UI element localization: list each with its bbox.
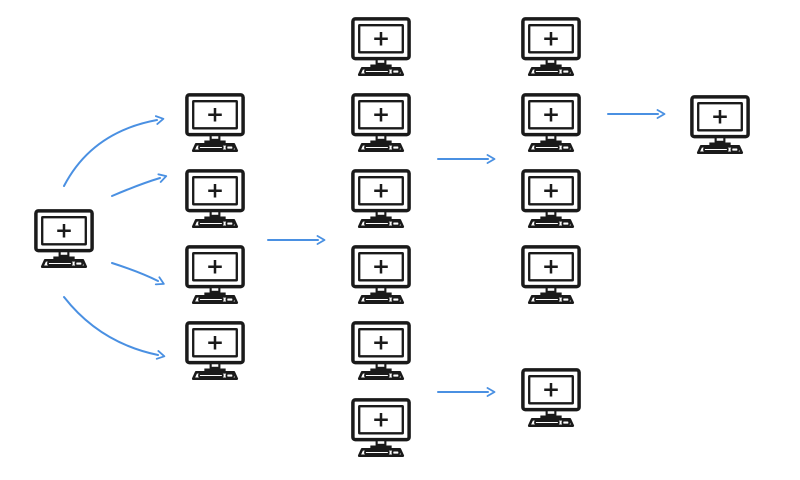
computer-node-stage1-row2 (185, 169, 245, 229)
computer-node-stage2-row1 (351, 17, 411, 77)
flow-arrow-source-to-stage1-row3 (111, 262, 165, 286)
computer-node-stage2-row6 (351, 398, 411, 458)
computer-node-stage3-row3 (521, 169, 581, 229)
nodes-layer (34, 17, 750, 458)
computer-node-stage2-row2 (351, 93, 411, 153)
flow-arrow-source-to-stage1-row1 (63, 115, 165, 187)
computer-node-stage3-row2 (521, 93, 581, 153)
computer-node-stage1-row1 (185, 93, 245, 153)
computer-node-stage3-row5 (521, 368, 581, 428)
computer-node-stage1-row4 (185, 321, 245, 381)
flow-arrow-source-to-stage1-row2 (111, 173, 168, 197)
computer-node-stage2-row4 (351, 245, 411, 305)
flow-arrow-source-to-stage1-row4 (63, 296, 166, 360)
computer-node-stage3-row1 (521, 17, 581, 77)
computer-node-stage2-row3 (351, 169, 411, 229)
computer-node-result (690, 95, 750, 155)
computer-node-stage3-row4 (521, 245, 581, 305)
computer-node-stage2-row5 (351, 321, 411, 381)
computer-node-source (34, 209, 94, 269)
computer-node-stage1-row3 (185, 245, 245, 305)
edges-layer (63, 109, 666, 397)
